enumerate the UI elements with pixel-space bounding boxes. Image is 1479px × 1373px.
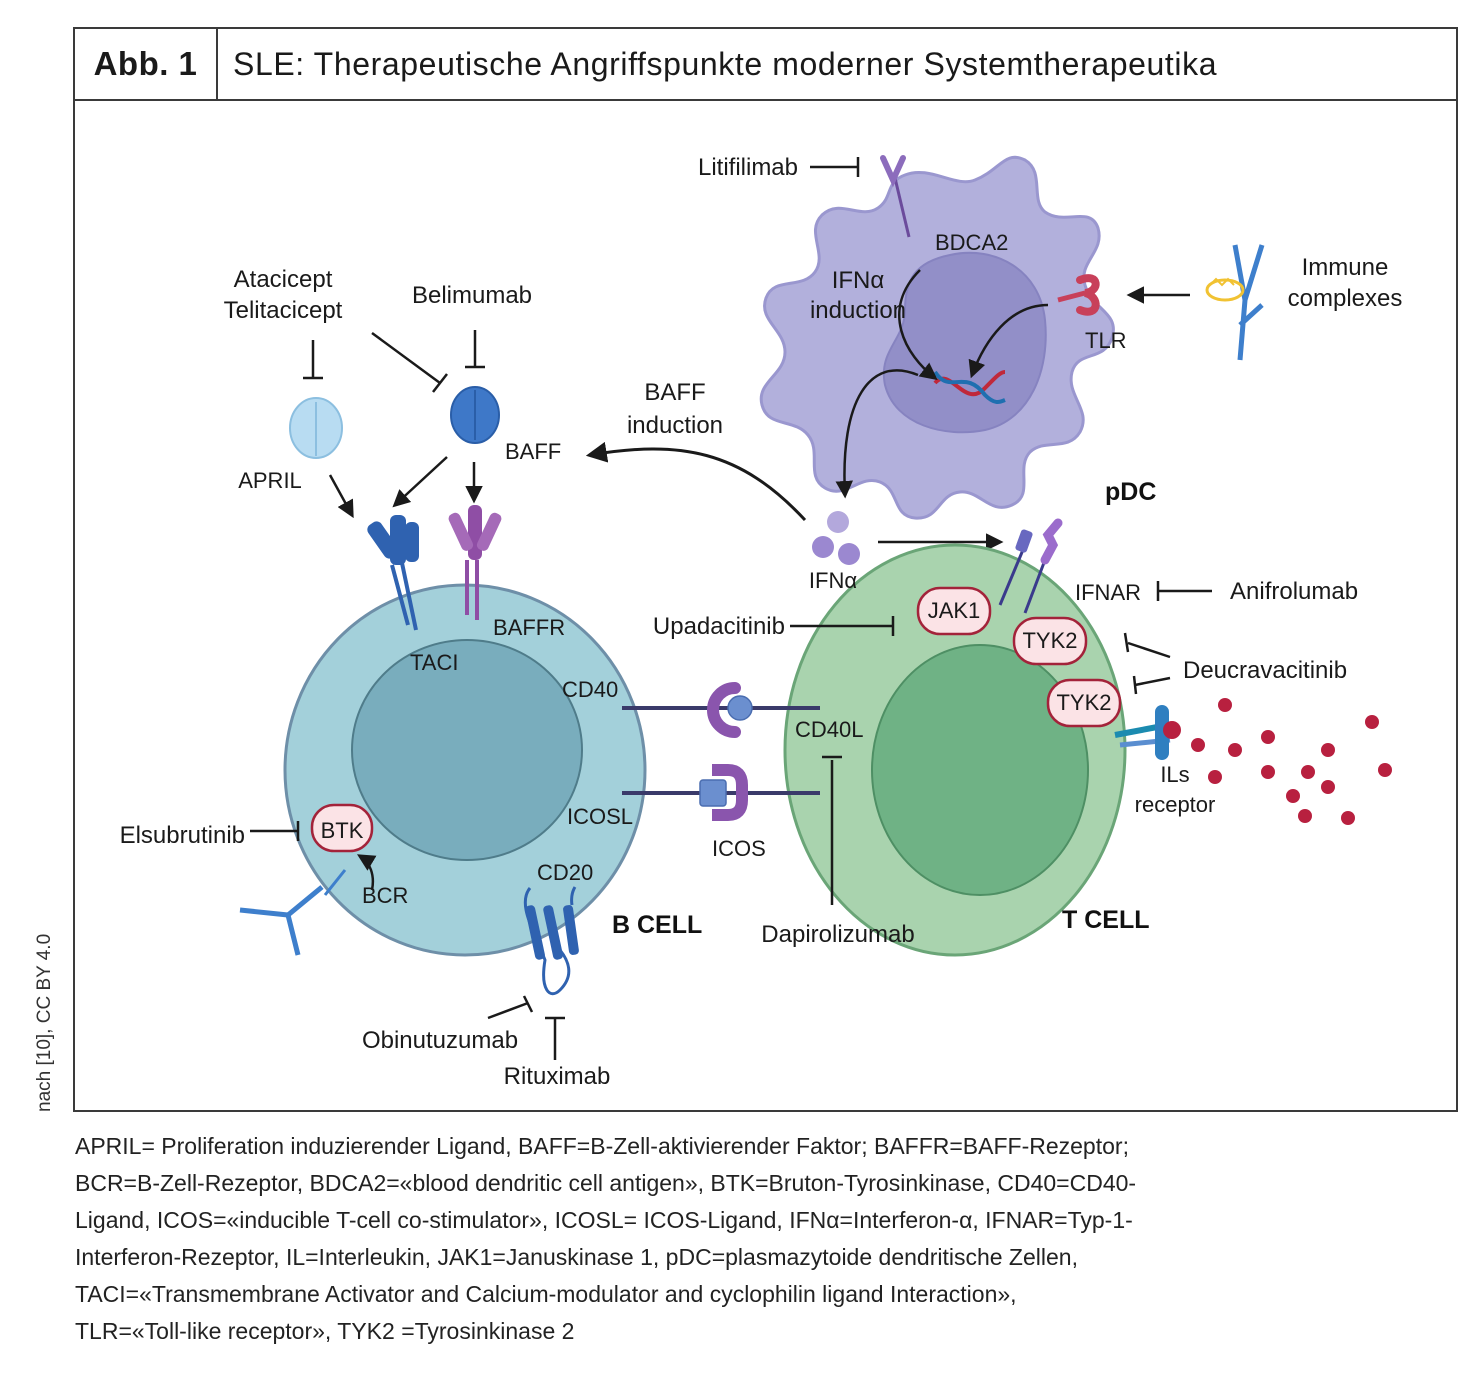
label-litifilimab: Litifilimab [698,154,798,181]
label-rituximab: Rituximab [504,1063,611,1090]
label-baff: BAFF [505,439,561,464]
figure-frame: Abb. 1 SLE: Therapeutische Angriffspunkt… [73,27,1458,1112]
label-pdc: pDC [1105,478,1156,506]
label-t-cell: T CELL [1062,906,1150,934]
label-telitacicept: Telitacicept [224,297,343,324]
dna-icon [933,370,1006,404]
label-tlr: TLR [1085,328,1127,353]
label-icosl: ICOSL [567,804,633,829]
label-april: APRIL [238,468,302,493]
caption-line: Interferon-Rezeptor, IL=Interleukin, JAK… [75,1244,1078,1270]
figure-caption: APRIL= Proliferation induzierender Ligan… [75,1128,1405,1350]
label-ils-receptor-2: receptor [1135,792,1216,817]
baffr-receptor-icon [448,505,502,620]
label-baff-induction-1: BAFF [644,379,705,406]
figure-titlebar: Abb. 1 SLE: Therapeutische Angriffspunkt… [75,29,1456,101]
cytokine-dot [1228,743,1242,757]
label-dapirolizumab: Dapirolizumab [761,921,914,948]
label-anifrolumab: Anifrolumab [1230,578,1358,605]
label-taci: TACI [410,650,458,675]
label-obinutuzumab: Obinutuzumab [362,1027,518,1054]
ifna-molecules-icon [812,511,860,565]
label-upadacitinib: Upadacitinib [653,613,785,640]
label-tyk2-lower: TYK2 [1056,690,1111,715]
bcr-receptor-icon [239,869,347,956]
label-ifna-induction-1: IFNα [832,267,885,294]
label-baffr: BAFFR [493,615,565,640]
cytokine-dot [1321,743,1335,757]
figure-title: SLE: Therapeutische Angriffspunkte moder… [233,46,1218,82]
figure-number: Abb. 1 [75,29,218,99]
taci-receptor-icon [367,515,419,631]
label-ifna: IFNα [809,568,857,593]
icos-icosl-complex-icon [699,764,748,821]
label-icos: ICOS [712,836,766,861]
cytokine-dot [1261,765,1275,779]
pdc-nucleus [882,251,1047,434]
label-cd20: CD20 [537,860,593,885]
image-credit: nach [10], CC BY 4.0 [34,933,55,1112]
caption-line: TACI=«Transmembrane Activator and Calciu… [75,1281,1017,1307]
tyk2-badge-upper [1012,616,1088,666]
b-cell [283,583,647,957]
tlr-receptor-icon [1057,274,1100,316]
b-cell-nucleus [351,639,583,861]
cytokine-dot [1218,698,1232,712]
ifnar-receptor-icon [998,518,1063,614]
cytokine-dot [1261,730,1275,744]
bdca2-receptor-icon [880,155,911,238]
label-bcr: BCR [362,883,408,908]
label-cd40: CD40 [562,677,618,702]
cytokine-dot [1365,715,1379,729]
label-jak1: JAK1 [928,598,981,623]
caption-line: BCR=B-Zell-Rezeptor, BDCA2=«blood dendri… [75,1170,1137,1196]
jak1-badge [916,586,992,636]
cytokine-dot [1286,789,1300,803]
cytokine-dot [1191,738,1205,752]
april-molecule-icon [289,397,343,459]
label-atacicept: Atacicept [234,266,333,293]
cytokine-dot [1298,809,1312,823]
label-belimumab: Belimumab [412,282,532,309]
label-deucravacitinib: Deucravacitinib [1183,657,1347,684]
cytokine-dot [1208,770,1222,784]
label-btk: BTK [321,818,364,843]
label-bdca2: BDCA2 [935,230,1008,255]
label-ils-receptor-1: ILs [1160,762,1189,787]
t-cell-nucleus [871,644,1089,896]
caption-line: APRIL= Proliferation induzierender Ligan… [75,1133,1129,1159]
cytokine-dot [1341,811,1355,825]
baff-molecule-icon [450,386,500,444]
cd40-cd40l-complex-icon [707,682,753,738]
cd20-receptor-icon [523,886,579,996]
label-immune-complexes-2: complexes [1288,285,1403,312]
ils-receptor-icon [1114,705,1181,760]
label-cd40l: CD40L [795,717,863,742]
cytokine-dots [1191,698,1392,825]
label-ifnar: IFNAR [1075,580,1141,605]
caption-line: Ligand, ICOS=«inducible T-cell co-stimul… [75,1207,1133,1233]
pdc-cell [759,155,1115,520]
label-ifna-induction-2: induction [810,297,906,324]
label-b-cell: B CELL [612,911,702,939]
immune-complex-icon [1205,244,1265,361]
cytokine-dot [1321,780,1335,794]
label-baff-induction-2: induction [627,412,723,439]
tyk2-badge-lower [1046,678,1122,728]
label-immune-complexes-1: Immune [1302,254,1389,281]
btk-badge [310,803,374,853]
caption-line: TLR=«Toll-like receptor», TYK2 =Tyrosink… [75,1318,575,1344]
label-tyk2-upper: TYK2 [1022,628,1077,653]
cytokine-dot [1301,765,1315,779]
cytokine-dot [1378,763,1392,777]
label-elsubrutinib: Elsubrutinib [120,822,245,849]
